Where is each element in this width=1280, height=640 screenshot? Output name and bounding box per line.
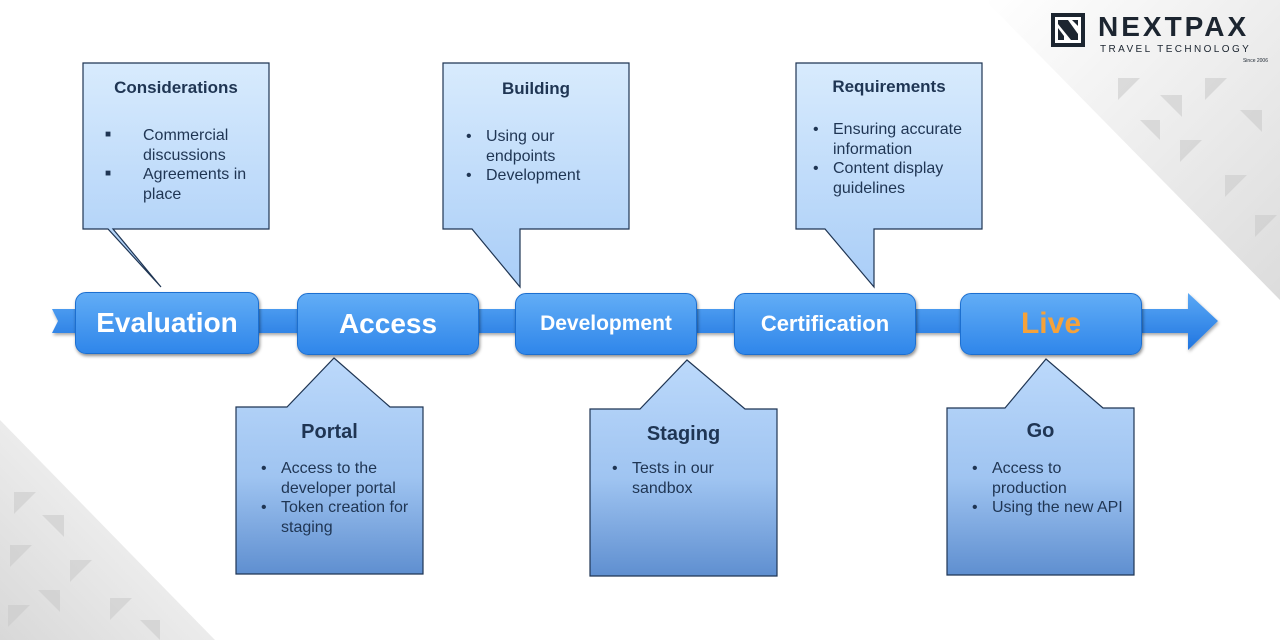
dot-bullet-icon: • bbox=[813, 121, 819, 138]
stage-evaluation: Evaluation bbox=[75, 292, 259, 354]
dot-bullet-icon: • bbox=[972, 460, 978, 477]
stage-certification: Certification bbox=[734, 293, 916, 355]
callout-go: Go •Access to production •Using the new … bbox=[947, 408, 1134, 575]
dot-bullet-icon: • bbox=[466, 128, 472, 145]
callout-portal: Portal •Access to the developer portal •… bbox=[236, 407, 423, 574]
callout-title: Building bbox=[502, 79, 570, 98]
logo-name: NEXTPAX bbox=[1098, 11, 1250, 42]
callout-building: Building •Using our endpoints •Developme… bbox=[443, 63, 629, 229]
stage-label: Evaluation bbox=[96, 307, 238, 338]
callout-list: •Using our endpoints •Development bbox=[466, 127, 621, 186]
list-item: •Access to production bbox=[972, 460, 1067, 497]
square-bullet-icon: ■ bbox=[105, 168, 112, 179]
callout-title: Portal bbox=[301, 421, 358, 443]
dot-bullet-icon: • bbox=[261, 460, 267, 477]
callout-list: ■Commercial discussions ■Agreements in p… bbox=[105, 126, 263, 204]
dot-bullet-icon: • bbox=[612, 460, 618, 477]
callout-staging-shape bbox=[589, 359, 778, 577]
callout-list: •Tests in our sandbox bbox=[612, 459, 767, 498]
callout-considerations: Considerations ■Commercial discussions ■… bbox=[83, 63, 269, 229]
stage-label: Access bbox=[338, 308, 438, 339]
list-item: •Content display guidelines bbox=[813, 160, 944, 197]
list-item: •Tests in our sandbox bbox=[612, 460, 714, 497]
callout-list: •Access to production •Using the new API bbox=[972, 459, 1127, 518]
callout-title: Considerations bbox=[114, 78, 238, 97]
logo-since: Since 2006 bbox=[1242, 58, 1268, 64]
triangle-pattern-bottom-left bbox=[8, 492, 160, 640]
corner-shape-top-right bbox=[985, 0, 1280, 300]
callout-title: Go bbox=[1026, 420, 1055, 442]
callout-list: •Access to the developer portal •Token c… bbox=[261, 459, 421, 537]
square-bullet-icon: ■ bbox=[105, 129, 112, 140]
callout-building-shape bbox=[442, 62, 630, 289]
logo-mark-icon bbox=[1051, 13, 1085, 47]
dot-bullet-icon: • bbox=[261, 499, 267, 516]
list-item: •Using our endpoints bbox=[466, 128, 556, 165]
nextpax-logo: NEXTPAX TRAVEL TECHNOLOGY Since 2006 bbox=[1050, 11, 1272, 64]
callout-considerations-shape bbox=[82, 62, 270, 288]
callout-requirements-shape bbox=[795, 62, 983, 289]
triangle-pattern-top-right bbox=[1118, 78, 1277, 237]
callout-title: Staging bbox=[646, 423, 721, 445]
dot-bullet-icon: • bbox=[813, 160, 819, 177]
logo-tagline: TRAVEL TECHNOLOGY bbox=[1100, 44, 1252, 55]
callout-list: •Ensuring accurate information •Content … bbox=[813, 120, 981, 198]
stage-access: Access bbox=[297, 293, 479, 355]
callout-portal-shape bbox=[235, 357, 424, 575]
stage-live: Live bbox=[960, 293, 1142, 355]
corner-shape-bottom-left bbox=[0, 420, 215, 640]
stage-label: Live bbox=[1020, 307, 1082, 340]
list-item: •Token creation for staging bbox=[261, 499, 409, 536]
list-item: •Using the new API bbox=[972, 499, 1123, 516]
stage-label: Development bbox=[540, 312, 672, 335]
stage-label: Certification bbox=[760, 311, 890, 336]
list-item: ■Commercial discussions bbox=[105, 127, 229, 164]
list-item: ■Agreements in place bbox=[105, 166, 247, 203]
dot-bullet-icon: • bbox=[972, 499, 978, 516]
dot-bullet-icon: • bbox=[466, 167, 472, 184]
callout-requirements: Requirements •Ensuring accurate informat… bbox=[796, 63, 982, 229]
callout-staging: Staging •Tests in our sandbox bbox=[590, 409, 777, 576]
list-item: •Development bbox=[466, 167, 581, 184]
callout-title: Requirements bbox=[832, 77, 946, 96]
list-item: •Access to the developer portal bbox=[261, 460, 396, 497]
stage-development: Development bbox=[515, 293, 697, 355]
callout-go-shape bbox=[946, 358, 1135, 576]
list-item: •Ensuring accurate information bbox=[813, 121, 962, 158]
